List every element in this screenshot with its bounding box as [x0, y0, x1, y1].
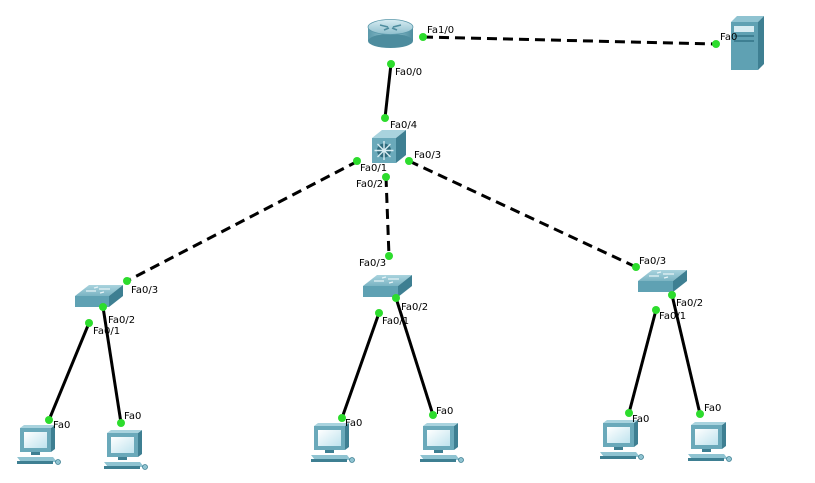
port-label: Fa0/4: [390, 120, 417, 131]
link-mls-switch-right[interactable]: [408, 159, 637, 269]
port-label: Fa0/2: [108, 315, 135, 326]
link-switch-right-pc5[interactable]: [627, 309, 658, 414]
pc-icon[interactable]: [599, 419, 644, 460]
link-router-mls[interactable]: [383, 63, 393, 119]
port-label: Fa0/1: [659, 311, 686, 322]
link-up-indicator: [99, 303, 107, 311]
port-label: Fa0: [436, 406, 453, 417]
port-label: Fa0: [632, 414, 649, 425]
pc-icon[interactable]: [103, 429, 148, 470]
multilayer-switch-icon[interactable]: [372, 130, 406, 163]
port-label: Fa0: [124, 411, 141, 422]
link-up-indicator: [123, 277, 131, 285]
link-up-indicator: [632, 263, 640, 271]
link-up-indicator: [375, 309, 383, 317]
link-up-indicator: [387, 60, 395, 68]
server-icon[interactable]: [731, 16, 764, 70]
link-switch-left-pc1[interactable]: [47, 322, 91, 421]
link-up-indicator: [353, 157, 361, 165]
link-switch-middle-pc4[interactable]: [394, 297, 435, 416]
pc-icon[interactable]: [419, 422, 464, 463]
link-up-indicator: [652, 306, 660, 314]
port-label: Fa0/3: [639, 256, 666, 267]
port-label: Fa0/1: [382, 316, 409, 327]
link-up-indicator: [392, 294, 400, 302]
port-labels: Fa1/0 Fa0 Fa0/0 Fa0/4 Fa0/1 Fa0/3 Fa0/2 …: [53, 25, 737, 431]
link-up-indicator: [668, 291, 676, 299]
port-label: Fa0/2: [676, 298, 703, 309]
link-mls-switch-left[interactable]: [126, 159, 359, 283]
link-up-indicator: [625, 409, 633, 417]
link-up-indicator: [45, 416, 53, 424]
link-up-indicator: [419, 33, 427, 41]
link-switch-right-pc6[interactable]: [670, 294, 702, 415]
port-label: Fa0: [345, 418, 362, 429]
port-label: Fa0/2: [356, 179, 383, 190]
link-up-indicator: [117, 419, 125, 427]
port-label: Fa0/1: [360, 163, 387, 174]
switch-icon[interactable]: [363, 275, 412, 297]
link-up-indicator: [385, 252, 393, 260]
link-router-server[interactable]: [422, 35, 717, 46]
pc-icon[interactable]: [687, 421, 732, 462]
switch-icon[interactable]: [75, 285, 123, 307]
link-up-indicator: [712, 40, 720, 48]
router-icon[interactable]: [367, 19, 414, 49]
link-up-indicator: [338, 414, 346, 422]
link-up-indicator: [382, 173, 390, 181]
link-switch-middle-pc3[interactable]: [340, 312, 381, 419]
pc-icon[interactable]: [17, 425, 61, 465]
port-label: Fa1/0: [427, 25, 454, 36]
link-mls-switch-middle[interactable]: [384, 176, 391, 257]
port-label: Fa0: [704, 403, 721, 414]
link-up-indicator: [429, 411, 437, 419]
link-switch-left-pc2[interactable]: [101, 306, 123, 424]
link-up-indicator: [85, 319, 93, 327]
port-label: Fa0/0: [395, 67, 422, 78]
switch-icon[interactable]: [638, 270, 687, 292]
link-up-indicator: [405, 157, 413, 165]
port-label: Fa0/2: [401, 302, 428, 313]
link-up-indicator: [696, 410, 704, 418]
port-label: Fa0/3: [131, 285, 158, 296]
link-up-indicator: [381, 114, 389, 122]
port-label: Fa0/1: [93, 326, 120, 337]
port-label: Fa0/3: [414, 150, 441, 161]
links: [47, 35, 717, 424]
port-label: Fa0: [53, 420, 70, 431]
link-status-dots: [45, 33, 720, 427]
port-label: Fa0: [720, 32, 737, 43]
port-label: Fa0/3: [359, 258, 386, 269]
